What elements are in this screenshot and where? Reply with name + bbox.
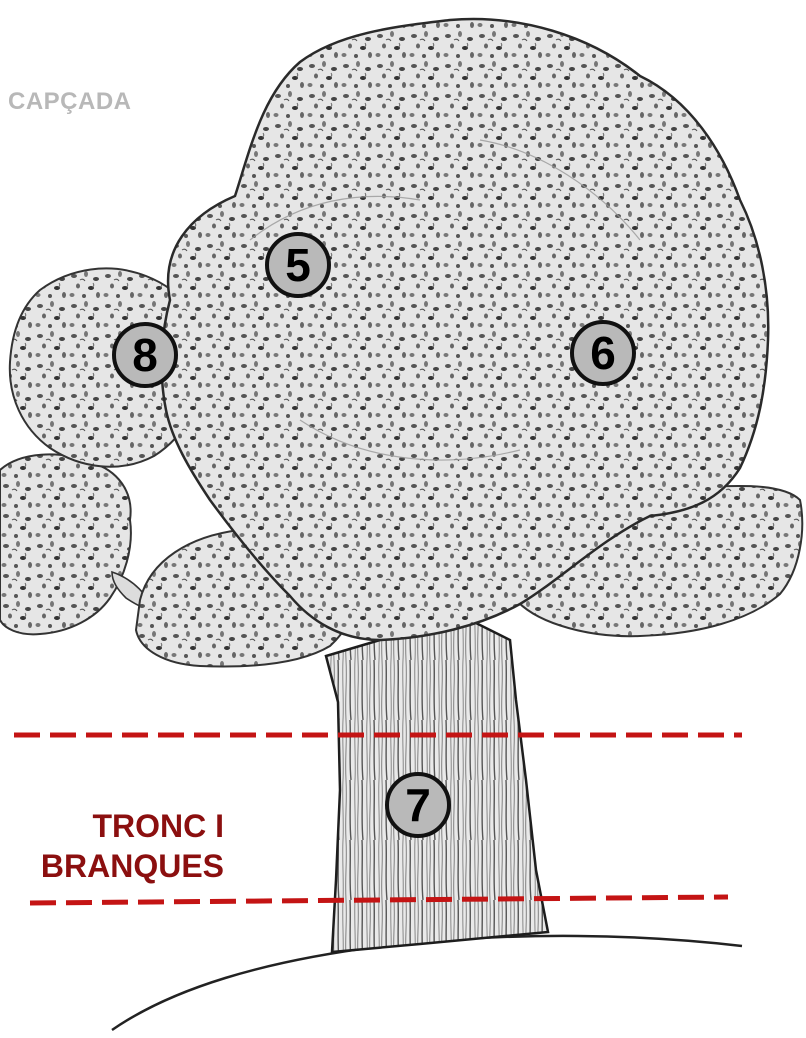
number-marker-8: 8	[112, 322, 178, 388]
number-marker-7: 7	[385, 772, 451, 838]
ground-line	[112, 936, 742, 1030]
number-marker-6: 6	[570, 320, 636, 386]
trunk-label-line1: TRONC I	[4, 806, 224, 846]
trunk-label: TRONC I BRANQUES	[4, 806, 224, 886]
number-marker-5: 5	[265, 232, 331, 298]
crown-label: CAPÇADA	[8, 88, 132, 116]
foliage-lower-left	[0, 454, 131, 634]
lower-dashed-line	[30, 897, 728, 903]
trunk-label-line2: BRANQUES	[4, 846, 224, 886]
